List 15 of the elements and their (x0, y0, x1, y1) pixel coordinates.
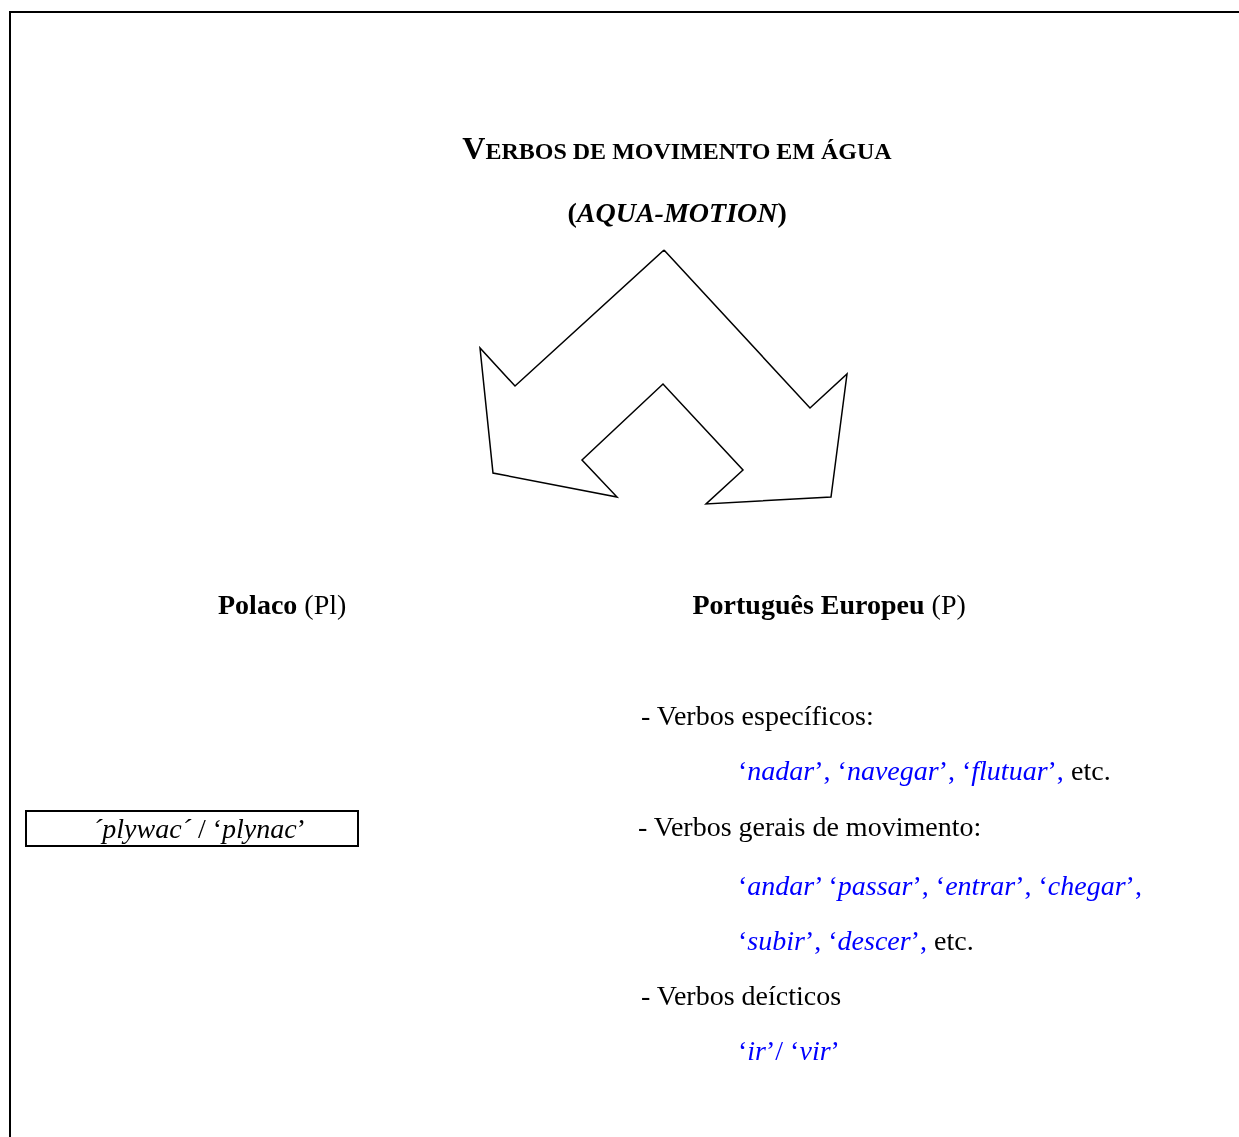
list-text: - Verbos específicos: (641, 699, 874, 733)
list-text: - Verbos deícticos (641, 979, 842, 1013)
list-text: - Verbos gerais de movimento: (638, 810, 982, 844)
verb-examples: ‘nadar’, ‘navegar’, ‘flutuar’, (738, 754, 1064, 788)
verb-examples: ‘subir’, ‘descer’, (738, 924, 927, 958)
language-heading: Polaco (Pl) (218, 588, 347, 622)
list-text: etc. (934, 924, 974, 958)
language-heading: Português Europeu (P) (692, 588, 966, 622)
subtitle-text: (AQUA-MOTION) (567, 196, 787, 230)
term-text: ´plywac´ / ‘plynac’ (93, 812, 307, 846)
title-text: VERBOS DE MOVIMENTO EM ÁGUA (461, 129, 893, 168)
verb-examples: ‘andar’ ‘passar’, ‘entrar’, ‘chegar’, (738, 869, 1142, 903)
list-text: etc. (1071, 754, 1111, 788)
verb-examples: ‘ir’/ ‘vir’ (738, 1034, 840, 1068)
term-box (25, 810, 359, 847)
